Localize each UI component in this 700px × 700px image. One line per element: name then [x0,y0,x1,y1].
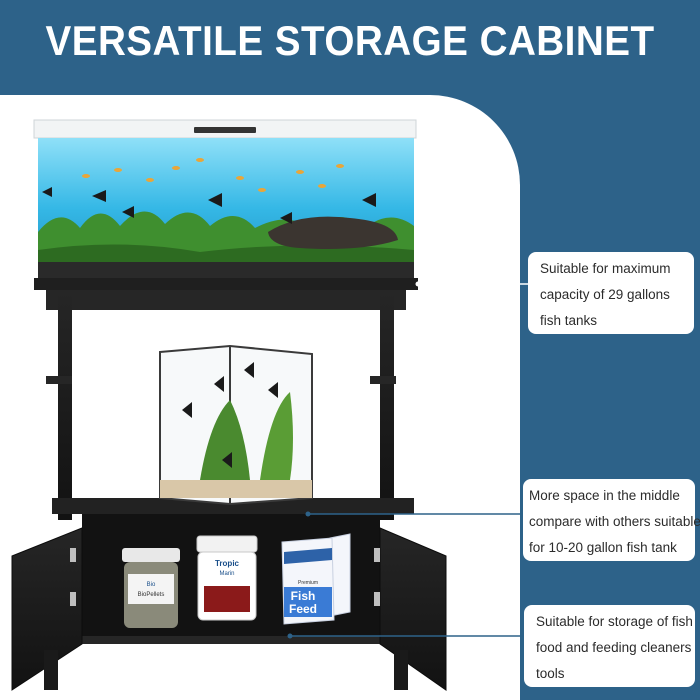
page-title: VERSATILE STORAGE CABINET [45,17,655,64]
callout-storage: Suitable for storage of fish food and fe… [524,605,695,687]
callout-tank-capacity: Suitable for maximum capacity of 29 gall… [528,252,694,334]
bag-label-big2: Feed [289,602,317,616]
jar2-subbrand: Marin [219,571,234,577]
callout-line-text: Suitable for storage of fish [536,614,693,629]
driftwood [268,216,398,249]
tank-lid-display [194,127,256,133]
callout-line-text: Suitable for maximum [540,261,671,276]
bio-pellets-jar: Bio BioPellets [122,548,180,628]
top-shelf [34,278,418,290]
bag-label-big1: Fish [291,589,316,603]
right-hinge-top [374,548,380,562]
top-apron [46,290,406,310]
callout-line-text: food and feeding cleaners [536,640,692,655]
right-door [379,527,447,691]
aquarium-tank [33,119,417,278]
cabinet-frame [34,278,418,520]
callout-line-text: capacity of 29 gallons [540,287,670,302]
left-hinge-top [70,548,76,562]
fish-school [42,187,376,224]
callout-middle-space: More space in the middle compare with ot… [523,479,700,561]
bag-label-small: Premium [298,580,318,586]
callout-line-text: tools [536,666,565,681]
callout-line-text: compare with others suitable [529,514,700,529]
header-banner: VERSATILE STORAGE CABINET [0,0,700,82]
small-hex-tank [159,344,313,506]
tank-substrate [38,262,414,278]
right-hinge-bottom [374,592,380,606]
left-foot [44,650,58,690]
right-foot [394,650,408,690]
callout-line-text: More space in the middle [529,488,680,503]
callout-line-text: for 10-20 gallon fish tank [529,540,677,555]
callout-line-text: fish tanks [540,313,598,328]
jar1-name: BioPellets [138,592,165,598]
middle-shelf [52,498,414,514]
tropic-marin-jar: Tropic Marin [196,535,258,621]
left-hinge-bottom [70,592,76,606]
plant [200,400,250,480]
left-door [11,527,83,691]
fish-feed-bags: Premium Fish Feed [281,533,351,625]
jar1-brand: Bio [147,582,156,588]
jar2-brand: Tropic [215,559,240,568]
right-post [380,290,394,520]
left-post [58,290,72,520]
